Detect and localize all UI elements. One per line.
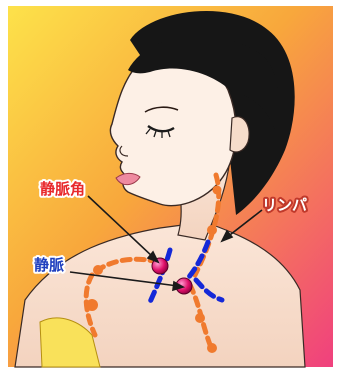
lymph-node	[207, 343, 217, 353]
label-venous-angle: 静脈角	[40, 180, 85, 198]
lymph-node	[93, 265, 103, 275]
lymph-node	[207, 225, 217, 235]
label-lymph: リンパ	[262, 196, 307, 214]
label-vein: 静脈	[34, 256, 64, 274]
lymph-node	[86, 299, 98, 311]
lymph-node	[213, 186, 222, 195]
lymph-node	[195, 313, 205, 323]
